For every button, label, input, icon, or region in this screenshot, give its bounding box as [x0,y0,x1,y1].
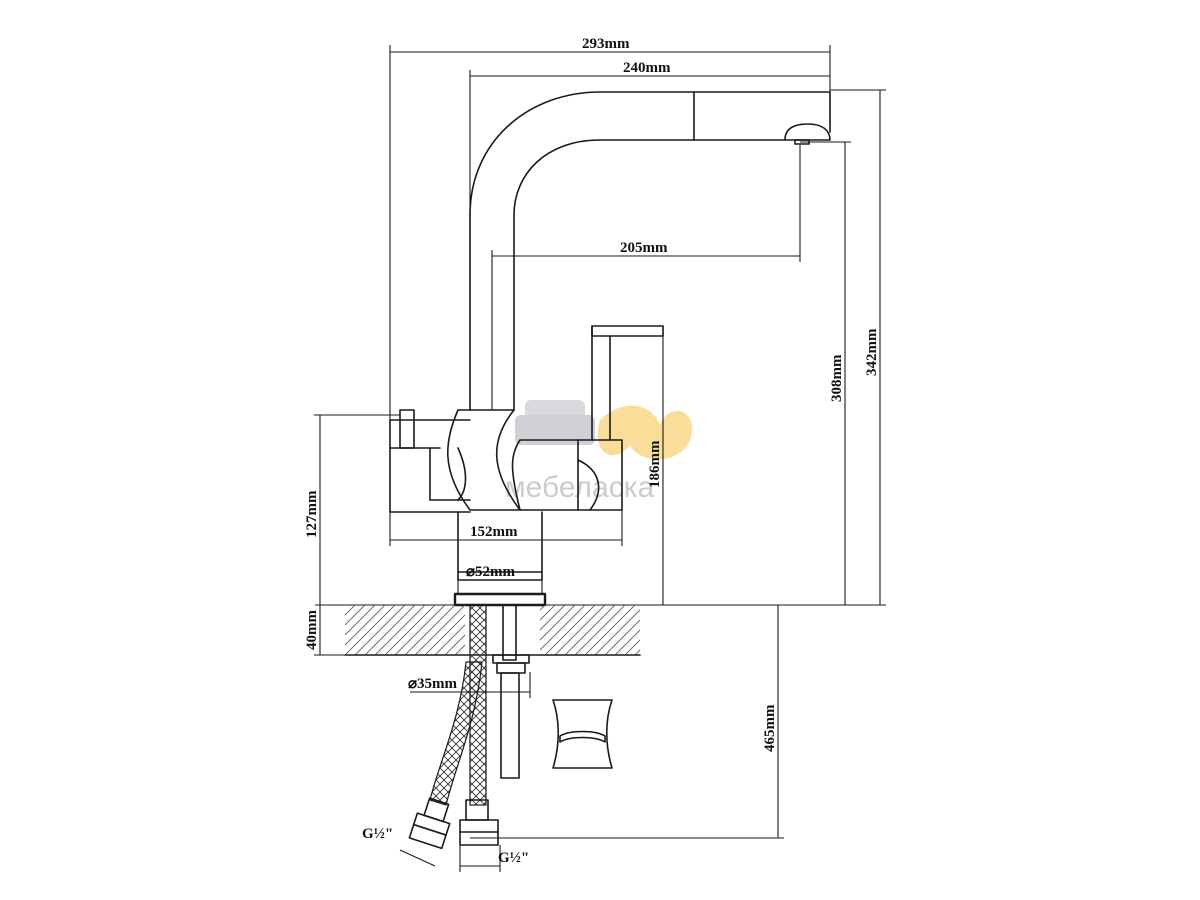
watermark-text: мебеласка [505,471,654,504]
flexible-hoses [408,604,499,850]
dim-body-height: 186mm [647,440,663,488]
faucet-body [389,325,664,607]
dim-countertop-thickness: 40mm [304,610,320,650]
mounting-hardware [492,604,613,779]
dim-overall-width: 293mm [582,36,630,52]
dim-spout-reach-inner: 205mm [620,240,668,256]
dim-hole-diameter: ⌀35mm [408,676,458,692]
dim-spout-reach-outer: 240mm [623,60,671,76]
faucet-spout [469,91,831,411]
dim-total-height: 342mm [864,328,880,376]
dim-spout-height: 308mm [829,354,845,402]
dim-body-width: 152mm [470,524,518,540]
dim-thread-right: G½" [498,850,529,866]
dimension-labels: 293mm 240mm 205mm 342mm 308mm 186mm 127m… [304,36,880,866]
countertop-section [344,605,641,656]
dim-hose-length: 465mm [762,704,778,752]
dim-thread-left: G½" [362,826,393,842]
dimension-lines [314,45,886,872]
dim-base-diameter: ⌀52mm [466,564,516,580]
dim-base-height: 127mm [304,490,320,538]
